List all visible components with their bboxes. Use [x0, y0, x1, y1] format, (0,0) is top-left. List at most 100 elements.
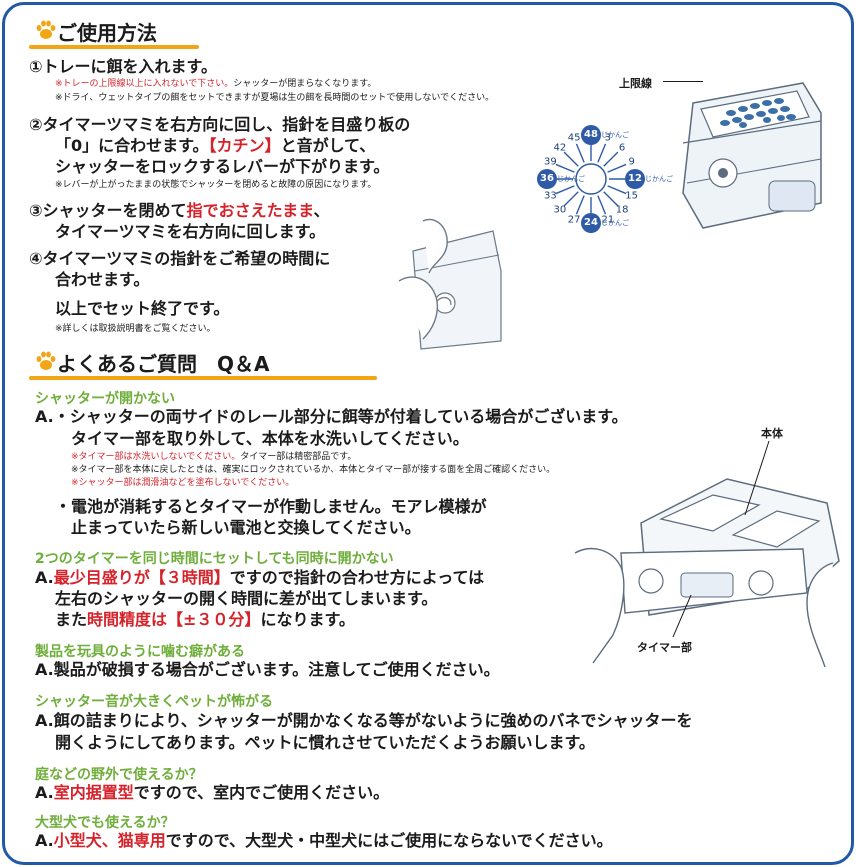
dial-tick [603, 151, 619, 167]
step2-line2-red: 【カチン】 [208, 136, 281, 155]
dial-number: 6 [618, 142, 626, 154]
q6-title: 大型犬でも使えるか？ [35, 815, 175, 831]
dial-tick [597, 143, 607, 163]
q1-note3: ※シャッター部は潤滑油などを塗布しないでください。 [71, 478, 295, 488]
dial-number: 42 [553, 142, 567, 154]
dial-tick [563, 191, 579, 207]
setup-end-text: 以上でセット終了です。 [55, 299, 230, 318]
dial-tick [597, 195, 607, 215]
step1-note1: ※トレーの上限線以上に入れないで下さい。シャッターが閉まらなくなります。 [55, 78, 376, 91]
q6-red: 小型犬、猫専用 [53, 831, 166, 850]
paw-icon [36, 20, 56, 39]
dial-tick [555, 163, 575, 173]
q6-a: A. [35, 831, 54, 850]
feeder-tray-illustration [682, 82, 822, 229]
dial-tick [563, 151, 579, 167]
setup-end-note: ※詳しくは取扱説明書をご覧ください。 [55, 324, 216, 334]
q2-line1-red: 最少目盛りが【３時間】 [53, 568, 230, 587]
q5-answer: A.室内据置型ですので、室内でご使用ください。 [35, 783, 389, 803]
dial-number: 21 [601, 214, 615, 226]
q2-line1-a: A. [35, 568, 54, 587]
dial-hour-badge: 12 [625, 169, 645, 189]
q2-line2: 左右のシャッターの開く時間に差が出てしまいます。 [55, 589, 438, 608]
step2-line1: ②タイマーツマミを右方向に回し、指針を目盛り板の [29, 115, 411, 134]
dial-number: 27 [567, 214, 581, 226]
q2-title: 2つのタイマーを同じ時間にセットしても同時に開かない [35, 551, 394, 567]
q1-note1-rest: タイマー部は精密部品です。 [240, 452, 357, 462]
faq-title: よくあるご質問 Q＆A [57, 352, 270, 376]
feeder-body-illustration [574, 478, 840, 668]
step1-note1-red: ※トレーの上限線以上に入れないで下さい。 [55, 79, 234, 89]
q4-line1: A.餌の詰まりにより、シャッターが開かなくなる等がないように強めのバネでシャッタ… [35, 711, 693, 730]
q3-answer: A.製品が破損する場合がございます。注意してご使用ください。 [35, 660, 500, 679]
dial-number: 3 [604, 132, 612, 144]
q1-note1-red: ※タイマー部は水洗いしないでください。 [71, 452, 241, 462]
upper-line-pointer [663, 81, 703, 82]
q6-answer: A.小型犬、猫専用ですので、大型犬・中型犬にはご使用にならないでください。 [35, 831, 613, 851]
dial-number: 15 [625, 190, 639, 202]
step2-line2: 「0」に合わせます。【カチン】と音がして、 [55, 136, 375, 156]
step3-line1-a: ③シャッターを閉めて [29, 201, 187, 220]
dial-tick [555, 185, 575, 195]
q1-a2-line2: 止まっていたら新しい電池と交換してください。 [71, 518, 421, 537]
dial-hour-badge: 36 [537, 169, 557, 189]
paw-icon [36, 351, 56, 370]
usage-title-underline [29, 45, 199, 49]
dial-center [575, 163, 607, 195]
dial-tick [575, 195, 585, 215]
dial-hour-badge: 48 [581, 125, 601, 145]
q5-a: A. [35, 783, 54, 802]
q1-title: シャッターが開かない [35, 391, 175, 407]
step2-line2-a: 「0」に合わせます。 [55, 136, 209, 155]
q2-line3-a: また [55, 610, 88, 629]
step1-note1-rest: シャッターが閉まらなくなります。 [233, 79, 377, 89]
step4-line1: ④タイマーツマミの指針をご希望の時間に [29, 249, 331, 268]
usage-title: ご使用方法 [57, 21, 157, 45]
dial-number: 45 [567, 132, 581, 144]
step3-line1: ③シャッターを閉めて指でおさえたまま、 [29, 201, 329, 221]
q2-line1-b: ですので指針の合わせ方によっては [229, 568, 485, 587]
hand-timer-illustration [398, 218, 502, 350]
body-pointer [744, 440, 770, 516]
timer-unit-pointer [672, 594, 692, 638]
step1-note2: ※ドライ、ウェットタイプの餌をセットできますが夏場は生の餌を長時間のセットで使用… [55, 93, 495, 103]
timer-unit-label: タイマー部 [637, 641, 692, 654]
upper-line-label: 上限線 [619, 77, 652, 90]
dial-hour-badge-label: じかんご [601, 219, 629, 227]
step3-line2: タイマーツマミを右方向に回します。 [55, 222, 326, 241]
body-label: 本体 [761, 427, 783, 440]
dial-hour-badge-label: じかんご [645, 175, 673, 183]
q2-line3-red: 時間精度は【±３０分】 [87, 610, 261, 629]
q2-line3-b: になります。 [260, 610, 355, 629]
q2-line3: また時間精度は【±３０分】になります。 [55, 610, 355, 630]
q5-title: 庭などの野外で使えるか？ [35, 767, 203, 783]
dial-tick [575, 143, 585, 163]
q5-red: 室内据置型 [53, 783, 134, 802]
q5-rest: ですので、室内でご使用ください。 [133, 783, 390, 802]
step2-line2-b: と音がして、 [280, 136, 376, 155]
q1-a1-line1: A.・シャッターの両サイドのレール部分に餌等が付着している場合がございます。 [35, 407, 628, 426]
q3-title: 製品を玩具のように噛む癖がある [35, 644, 245, 660]
q1-note1: ※タイマー部は水洗いしないでください。タイマー部は精密部品です。 [71, 451, 356, 464]
dial-hour-badge-label: じかんご [601, 131, 629, 139]
q4-title: シャッター音が大きくペットが怖がる [35, 694, 273, 710]
step2-note: ※レバーが上がったままの状態でシャッターを閉めると故障の原因になります。 [55, 180, 377, 190]
step1-text: ①トレーに餌を入れます。 [29, 57, 217, 76]
q4-line2: 開くようにしてあります。ペットに慣れさせていただくようお願いします。 [55, 733, 595, 752]
dial-number: 18 [615, 204, 629, 216]
dial-number: 9 [628, 156, 635, 168]
step4-line2: 合わせます。 [55, 270, 150, 289]
dial-hour-badge-label: じかんご [557, 175, 585, 183]
step2-line3: シャッターをロックするレバーが下がります。 [55, 157, 390, 176]
q1-a1-line2: タイマー部を取り外して、本体を水洗いしてください。 [71, 429, 469, 448]
dial-tick [607, 185, 627, 195]
dial-tick [607, 163, 627, 173]
dial-number: 30 [553, 204, 567, 216]
dial-number: 39 [543, 156, 557, 168]
dial-hour-badge: 24 [581, 213, 601, 233]
step3-line1-red: 指でおさえたまま [186, 201, 314, 220]
step3-line1-b: 、 [313, 201, 330, 220]
q6-rest: ですので、大型犬・中型犬にはご使用にならないでください。 [165, 831, 613, 850]
